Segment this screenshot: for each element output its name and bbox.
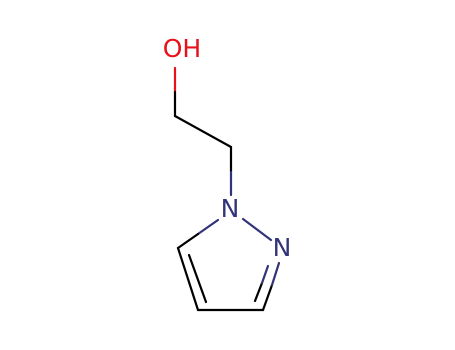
bond-c3-n2-outer-carbon-half — [261, 283, 274, 312]
bond-c3-n2-inner-carbon-half — [253, 281, 264, 303]
bond-c3-n2-outer-nitrogen-half — [270, 261, 281, 287]
atom-label-hydroxyl: OH — [163, 34, 201, 63]
bond-c5-c4-inner — [187, 253, 208, 304]
bond-n1-n2 — [241, 217, 273, 242]
bond-c3-n2-inner-nitrogen-half — [260, 264, 270, 285]
atom-label-n2: N — [273, 233, 292, 262]
bond-n1-c5-nitrogen-half — [196, 218, 220, 236]
bond-c5-c4-outer — [176, 246, 200, 312]
bond-c1-c2 — [173, 114, 233, 149]
bond-n1-c5-carbon-half — [176, 232, 200, 250]
atom-label-n1: N — [221, 194, 240, 223]
